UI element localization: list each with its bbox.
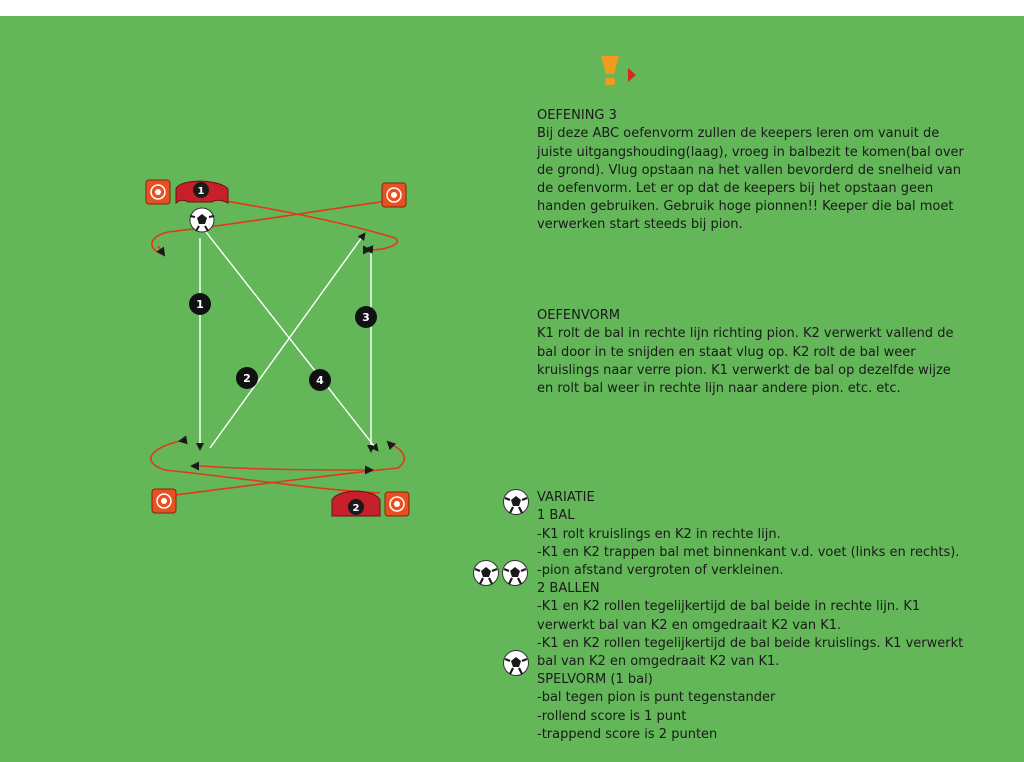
soccer-ball-icon <box>502 560 528 586</box>
player-k2: 2 <box>331 490 381 517</box>
form-block: OEFENVORM K1 rolt de bal in rechte lijn r… <box>537 289 953 398</box>
form-title: OEFENVORM <box>537 308 621 324</box>
soccer-ball-icon <box>503 489 529 515</box>
two-balls-title: 2 BALLEN <box>537 581 600 597</box>
pass-line-4 <box>205 231 379 452</box>
one-ball-lines: -K1 rolt kruislings en K2 in rechte lijn… <box>537 526 960 579</box>
cone-bottom-left <box>151 488 177 514</box>
exercise-title: OEFENING 3 <box>537 108 617 124</box>
cone-top-left <box>145 179 171 205</box>
variation-title: VARIATIE <box>537 490 595 506</box>
svg-text:4: 4 <box>316 374 324 387</box>
exercise-description: Bij deze ABC oefenvorm zullen de keepers… <box>537 126 964 233</box>
two-balls-lines: -K1 en K2 rollen tegelijkertijd de bal b… <box>537 599 964 670</box>
game-lines: -bal tegen pion is punt tegenstander -ro… <box>537 690 776 742</box>
step-badge-4: 4 <box>309 369 331 391</box>
exercise-block: OEFENING 3 Bij deze ABC oefenvorm zullen … <box>537 89 964 235</box>
soccer-ball-icon <box>473 560 499 586</box>
svg-text:2: 2 <box>353 503 360 514</box>
svg-text:1: 1 <box>198 186 205 197</box>
svg-text:1: 1 <box>196 298 204 311</box>
play-triangle-icon <box>628 68 636 82</box>
pass-line-2 <box>209 232 366 449</box>
cone-top-right <box>381 182 407 208</box>
svg-text:3: 3 <box>362 311 370 324</box>
game-title: SPELVORM (1 bal) <box>537 672 653 688</box>
step-badge-1: 1 <box>189 293 211 315</box>
exclamation-icon <box>601 56 636 85</box>
step-badge-2: 2 <box>236 367 258 389</box>
svg-text:2: 2 <box>243 372 251 385</box>
player-k1: 1 <box>175 180 229 205</box>
step-badge-3: 3 <box>355 306 377 328</box>
form-description: K1 rolt de bal in rechte lijn richting p… <box>537 326 954 397</box>
soccer-ball-icon <box>503 650 529 676</box>
cone-bottom-right <box>384 491 410 517</box>
path-bottom <box>150 440 406 498</box>
training-field <box>0 16 1024 762</box>
pass-lines <box>196 231 379 453</box>
soccer-ball-icon <box>189 207 215 233</box>
variation-block: VARIATIE 1 BAL -K1 rolt kruislings en K2 i… <box>537 471 963 762</box>
one-ball-title: 1 BAL <box>537 508 575 524</box>
